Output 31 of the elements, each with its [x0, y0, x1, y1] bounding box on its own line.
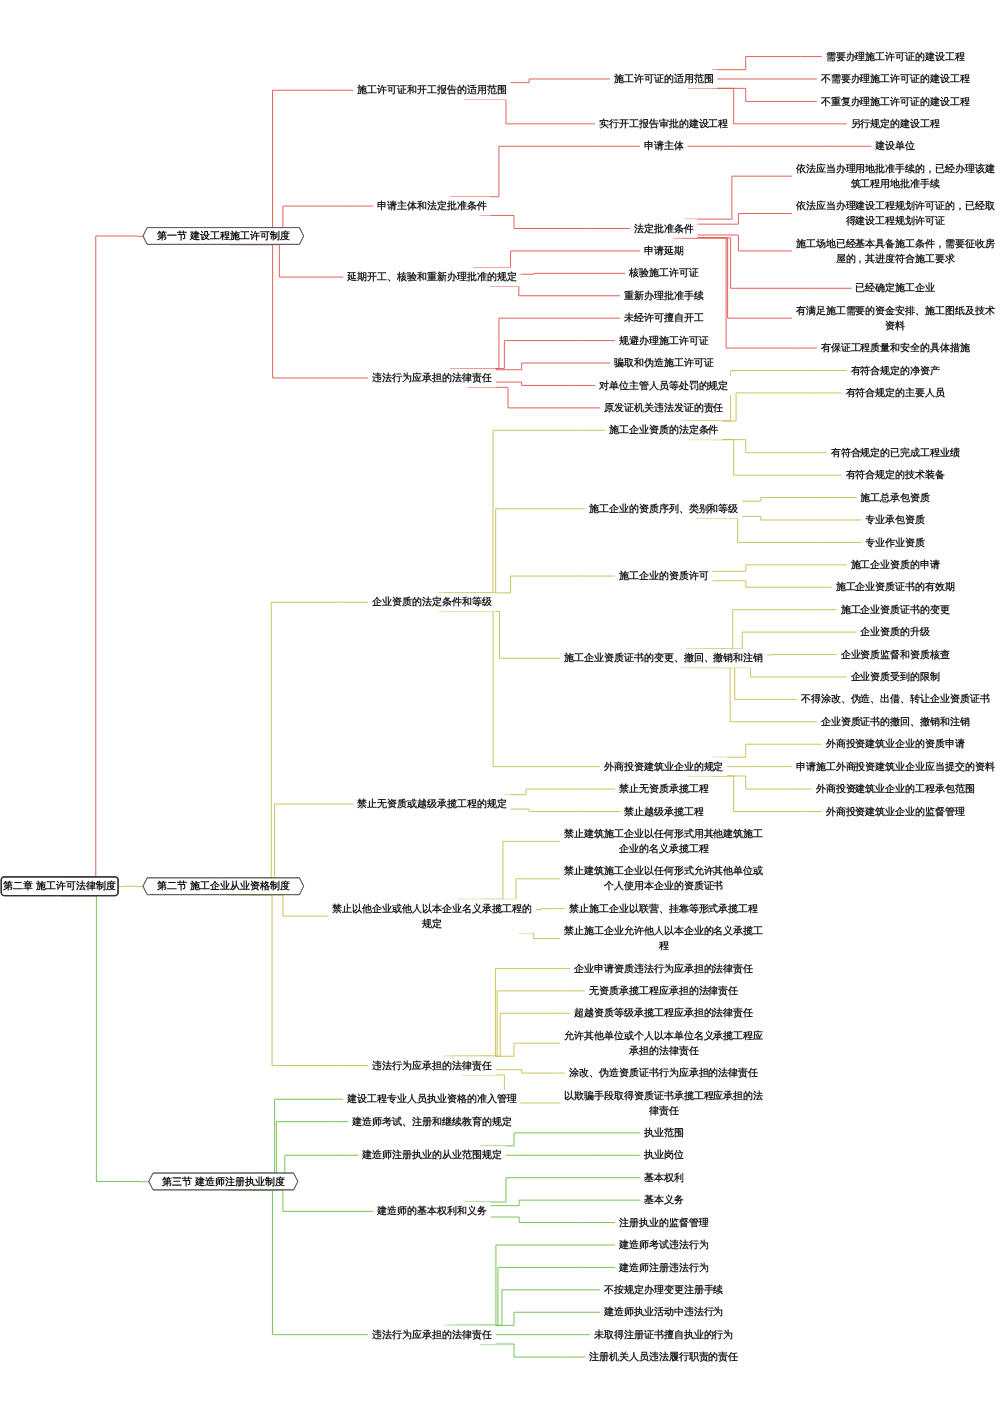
connector — [687, 87, 848, 124]
connector — [479, 214, 631, 229]
connector — [534, 907, 566, 910]
connector — [766, 653, 838, 655]
connector — [741, 496, 858, 501]
connector — [495, 380, 596, 386]
connector — [490, 1215, 616, 1223]
connector — [687, 774, 823, 812]
connector — [117, 884, 144, 887]
connector — [686, 144, 873, 146]
connector — [61, 894, 150, 1182]
connector — [741, 515, 863, 520]
connector — [505, 1154, 641, 1155]
connector — [696, 212, 793, 224]
connector — [695, 516, 863, 543]
connector — [509, 77, 611, 83]
connector — [495, 1333, 591, 1335]
connector — [495, 1068, 566, 1073]
connector — [489, 285, 621, 296]
connector — [227, 893, 369, 1066]
connector — [726, 765, 793, 767]
connector — [509, 807, 621, 812]
connector — [518, 931, 561, 939]
connector — [490, 1198, 641, 1206]
connector — [479, 1342, 586, 1357]
connector — [467, 386, 601, 408]
connector — [495, 361, 611, 370]
connector — [711, 563, 848, 571]
connector — [696, 233, 793, 251]
connector — [519, 272, 626, 274]
connector — [711, 579, 833, 587]
